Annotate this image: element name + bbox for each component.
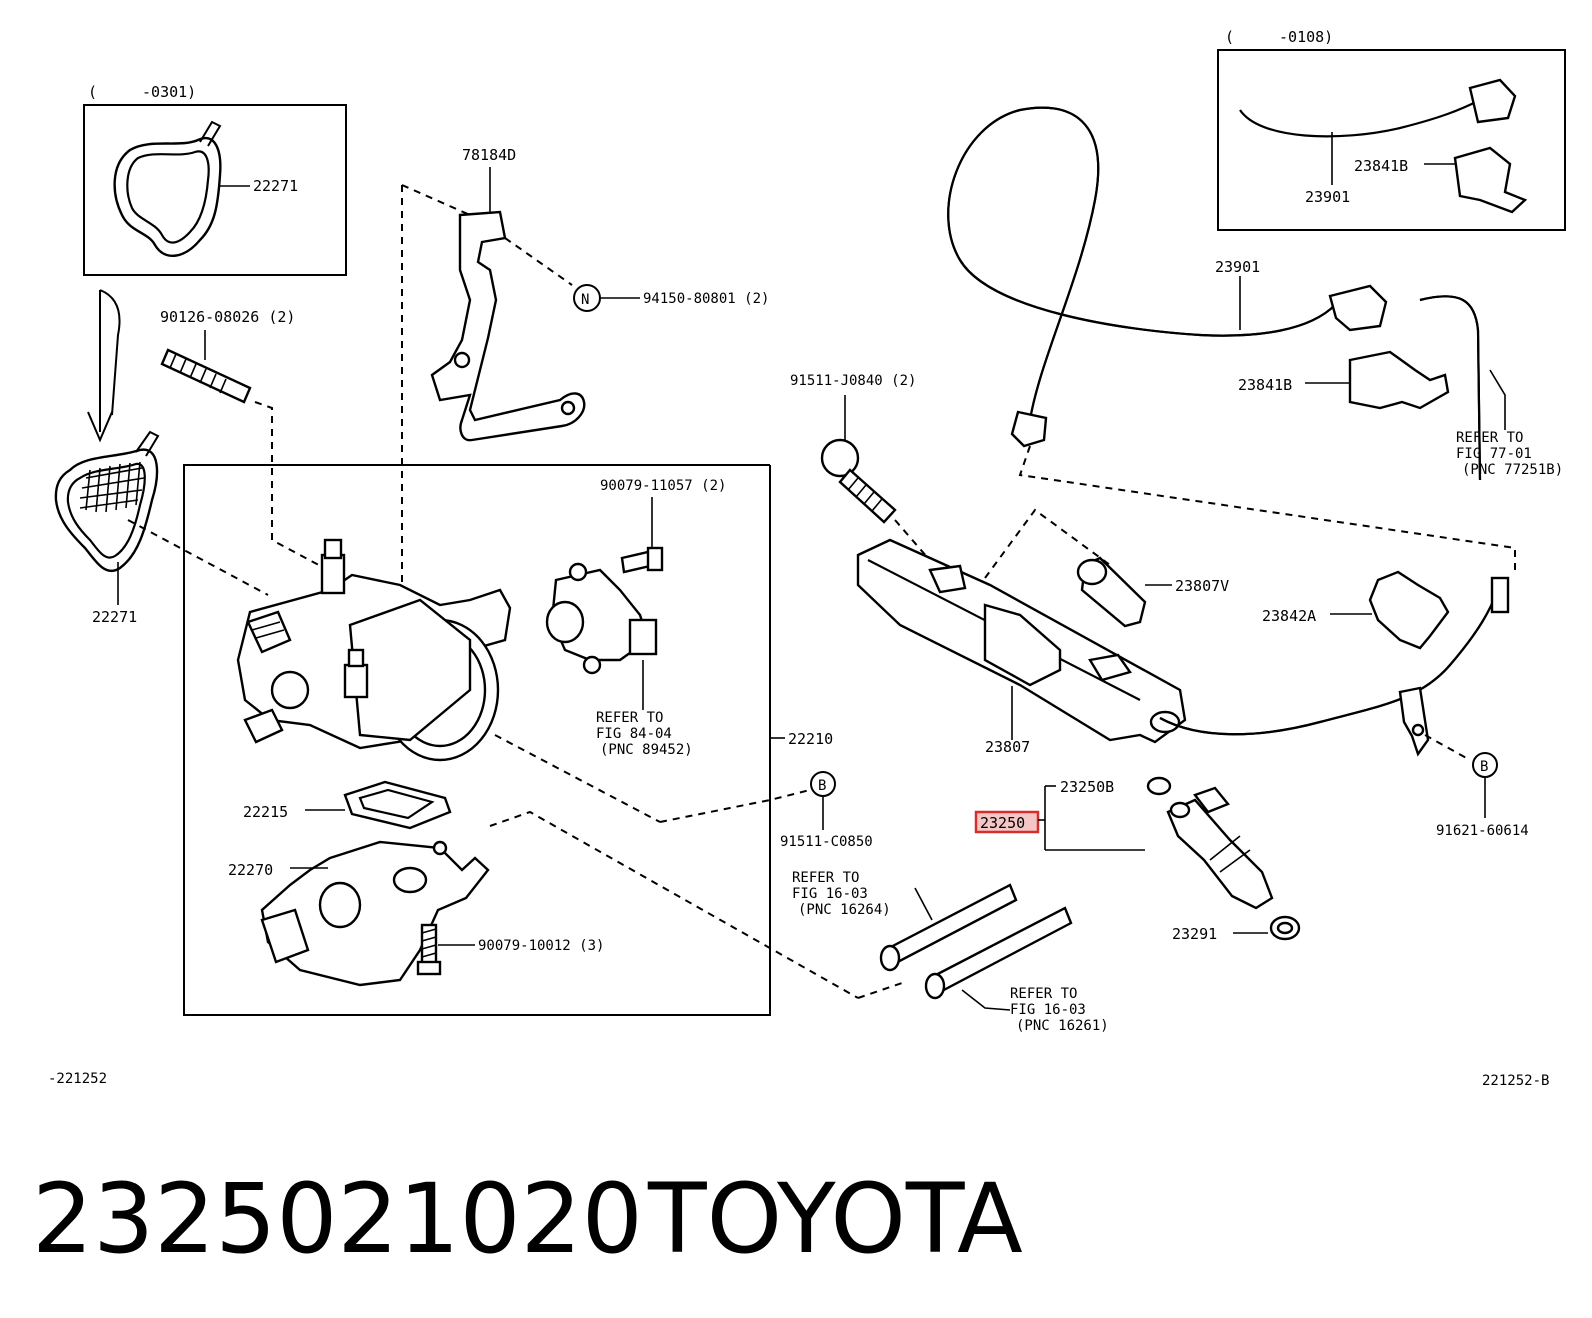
label-23291: 23291 (1172, 925, 1217, 943)
left-inset-range: ( -0301) (88, 83, 196, 101)
label-22271-bottom: 22271 (92, 608, 137, 626)
highlight-23250 (974, 810, 1040, 834)
label-23250: 23250 (980, 814, 1025, 832)
screw-90079-11057 (620, 550, 652, 574)
label-22270: 22270 (228, 861, 273, 879)
right-inset-range: ( -0108) (1225, 28, 1333, 46)
footer-right-code: 221252-B (1482, 1073, 1549, 1089)
svg-text:B: B (1480, 759, 1488, 775)
refer-16264-line2: FIG 16-03 (792, 886, 868, 902)
label-90079-10012: 90079-10012 (3) (478, 938, 604, 954)
label-22215: 22215 (243, 803, 288, 821)
caption-part-number: 2325021020 (32, 1163, 643, 1275)
refer-16261-line1: REFER TO (1010, 986, 1077, 1002)
refer-84-line3: (PNC 89452) (600, 742, 693, 758)
clip-23841b (1348, 350, 1450, 410)
label-23250b: 23250B (1060, 778, 1114, 796)
o-ring-23250b (1146, 776, 1172, 796)
svg-text:N: N (581, 292, 589, 308)
label-23901-inset: 23901 (1305, 188, 1350, 206)
refer-84-line2: FIG 84-04 (596, 726, 672, 742)
label-23842a: 23842A (1262, 607, 1316, 625)
label-90079-11057: 90079-11057 (2) (600, 478, 726, 494)
label-22271-top: 22271 (253, 177, 298, 195)
hose-23901 (947, 106, 1336, 421)
label-78184d: 78184D (462, 146, 516, 164)
left-inset-box (83, 104, 347, 276)
refer-77-line1: REFER TO (1456, 430, 1523, 446)
clip-23841b-inset (1453, 146, 1528, 214)
label-91511-c0850: 91511-C0850 (780, 834, 873, 850)
bolt-91511-j0840 (820, 438, 860, 478)
refer-77-line2: FIG 77-01 (1456, 446, 1532, 462)
refer-16264-line3: (PNC 16264) (798, 902, 891, 918)
svg-text:B: B (818, 778, 826, 794)
label-22210: 22210 (788, 730, 833, 748)
label-90126: 90126-08026 (2) (160, 308, 295, 326)
label-23807: 23807 (985, 738, 1030, 756)
label-23841b-inset: 23841B (1354, 157, 1408, 175)
right-inset-box (1217, 49, 1566, 231)
throttle-assembly-box (183, 464, 771, 1016)
label-91621: 91621-60614 (1436, 823, 1529, 839)
refer-16261-line3: (PNC 16261) (1016, 1018, 1109, 1034)
refer-16261-line2: FIG 16-03 (1010, 1002, 1086, 1018)
footer-left-code: -221252 (48, 1071, 107, 1087)
label-23841b: 23841B (1238, 376, 1292, 394)
refer-16264-line1: REFER TO (792, 870, 859, 886)
label-23807v: 23807V (1175, 577, 1229, 595)
gasket-22215 (343, 780, 452, 830)
caption-brand: TOYOTA (647, 1163, 1023, 1275)
gasket-mesh (79, 461, 145, 513)
clamp-23842a (1368, 570, 1450, 650)
label-23901: 23901 (1215, 258, 1260, 276)
label-91511-j0840: 91511-J0840 (2) (790, 373, 916, 389)
label-94150: 94150-80801 (2) (643, 291, 769, 307)
idle-air-control-22270 (260, 840, 490, 987)
refer-77-line3: (PNC 77251B) (1462, 462, 1563, 478)
injector-23250 (1166, 798, 1274, 910)
hose-23901-inset (1239, 99, 1481, 138)
bracket-78184d (430, 210, 586, 442)
refer-84-line1: REFER TO (596, 710, 663, 726)
